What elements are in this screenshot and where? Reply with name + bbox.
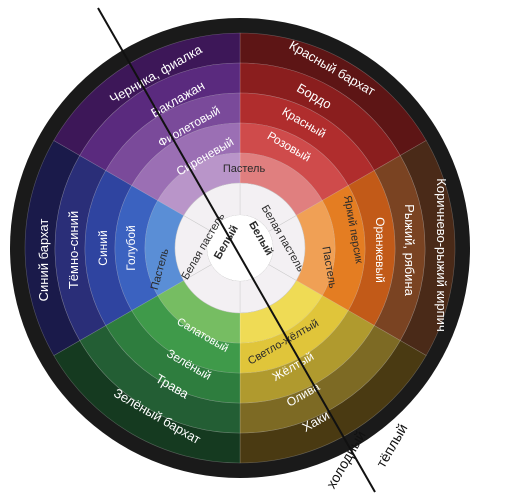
label-blue: Синий xyxy=(96,230,110,265)
label-rowan: Рыжий, рябина xyxy=(402,204,417,296)
label-pastel-top: Пастель xyxy=(223,163,266,175)
label-brown-brick: Коричнево-рыжий кирпич xyxy=(434,178,449,331)
center-white xyxy=(207,215,273,281)
label-dark-blue: Тёмно-синий xyxy=(66,211,81,289)
cold-warm-divider-line xyxy=(97,7,376,493)
label-blue-velvet: Синий бархат xyxy=(36,219,51,302)
label-orange: Оранжевый xyxy=(373,217,387,283)
label-light-blue: Голубой xyxy=(124,225,138,271)
